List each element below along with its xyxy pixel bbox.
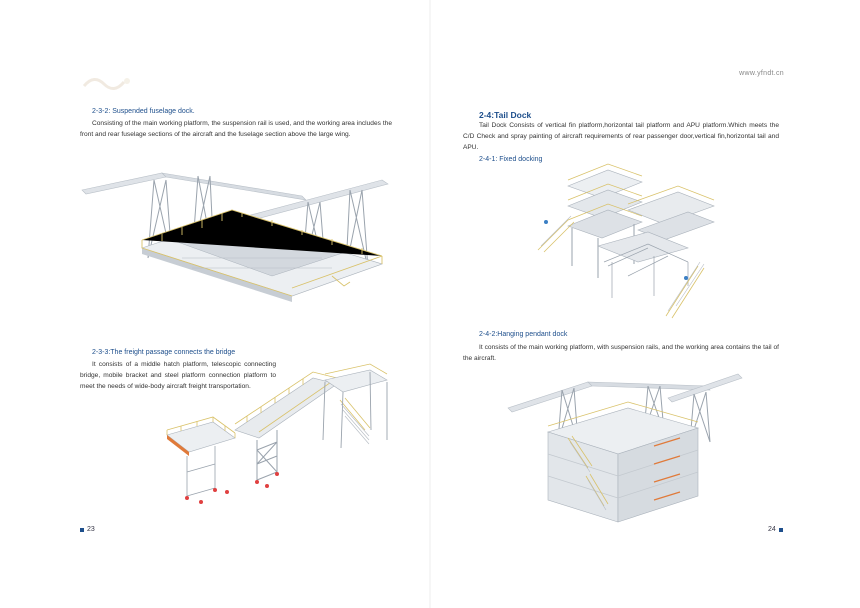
- section-24-body: Tail Dock Consists of vertical fin platf…: [463, 122, 779, 152]
- page-number-right: 24: [768, 526, 783, 533]
- section-232-body: Consisting of the main working platform,…: [80, 120, 392, 139]
- section-232-heading: 2-3-2: Suspended fuselage dock.: [92, 108, 195, 115]
- freight-passage-bridge-illustration: [166, 363, 388, 504]
- section-242-heading: 2-4-2:Hanging pendant dock: [479, 331, 568, 338]
- faint-logo-icon: [82, 78, 130, 90]
- fixed-docking-illustration: [537, 163, 715, 319]
- page-number-left: 23: [80, 526, 95, 533]
- left-page: 2-3-2: Suspended fuselage dock. Consisti…: [80, 78, 392, 533]
- website-url: www.yfndt.cn: [739, 70, 784, 77]
- page-number-right-text: 24: [768, 526, 776, 533]
- section-241-heading: 2-4-1: Fixed docking: [479, 156, 543, 163]
- page-marker-icon: [778, 527, 783, 532]
- page-marker-icon: [80, 527, 84, 532]
- section-233-heading: 2-3-3:The freight passage connects the b…: [92, 349, 236, 356]
- right-page: www.yfndt.cn 2-4:Tail Dock Tail Dock Con…: [430, 0, 860, 608]
- hanging-pendant-dock-illustration: [507, 373, 743, 523]
- section-242-body: It consists of the main working platform…: [463, 344, 779, 363]
- page-number-left-text: 23: [87, 526, 95, 533]
- section-233-body: It consists of a middle hatch platform, …: [80, 361, 276, 391]
- section-24-heading: 2-4:Tail Dock: [479, 110, 532, 120]
- page-gutter: [429, 0, 431, 608]
- suspended-fuselage-dock-illustration: [81, 172, 389, 302]
